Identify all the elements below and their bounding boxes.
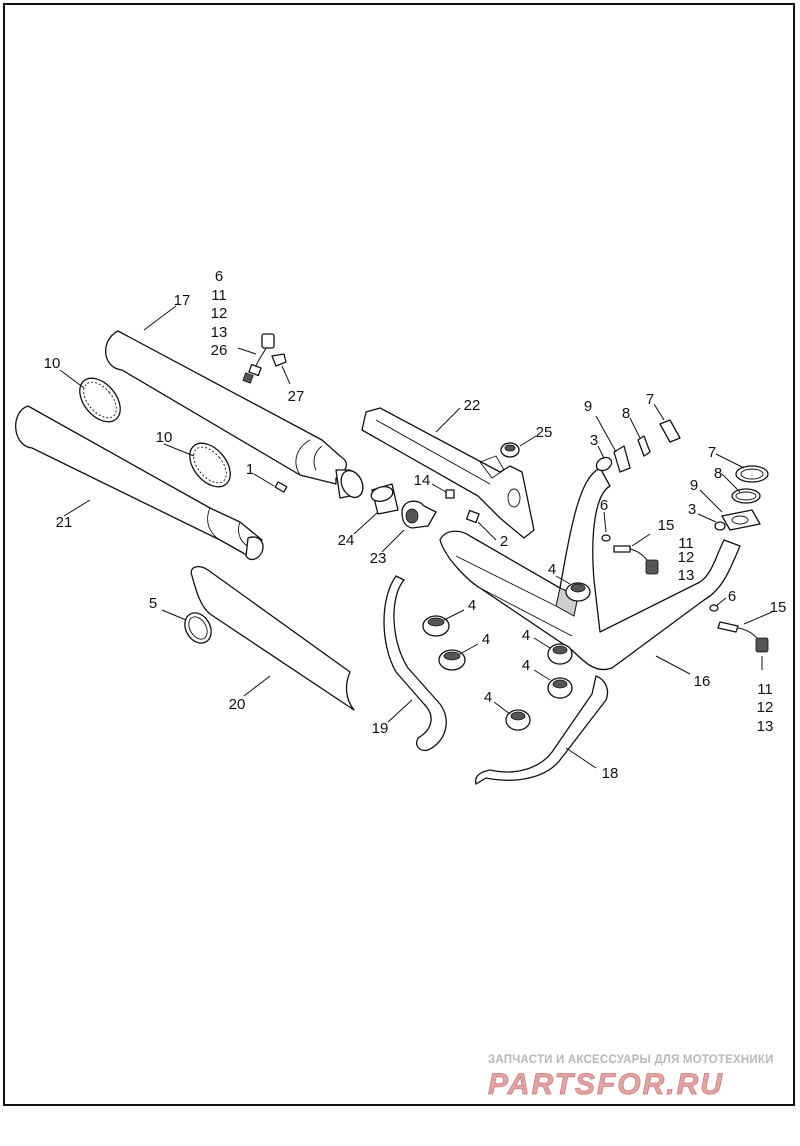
callout-4c: 4 [482, 631, 490, 648]
part-15-sensor-right [717, 621, 769, 653]
callout-stack-mid-right-2: 12 [678, 549, 695, 566]
callout-stack-top-left-3: 12 [211, 305, 228, 322]
part-23-clamp [401, 500, 437, 529]
callout-3a: 3 [590, 432, 598, 449]
part-16-upper-muffler [105, 330, 364, 499]
callout-23: 23 [370, 550, 387, 567]
callout-stack-mid-right-1: 11 [678, 535, 694, 552]
part-9-flange-upper [613, 445, 631, 473]
part-10-clamp-a [79, 377, 121, 423]
callout-4b: 4 [468, 597, 476, 614]
leader-lines [59, 305, 773, 769]
callout-stack-top-left-4: 13 [211, 324, 228, 341]
callout-15a: 15 [658, 517, 675, 534]
part-3-retaining-ring-right [714, 521, 726, 531]
callout-4f: 4 [484, 689, 492, 706]
callout-21: 22 [464, 397, 481, 414]
callout-9b: 9 [690, 477, 698, 494]
part-7-gasket-upper [659, 419, 681, 443]
callout-10a: 10 [44, 355, 61, 372]
part-4-clamp-3 [438, 649, 466, 671]
part-1-pin [274, 481, 288, 493]
callout-stack-bottom-right-2: 12 [757, 699, 774, 716]
part-25-grommet [500, 442, 520, 458]
part-6-washer-upper [601, 534, 611, 542]
callout-stack-top-left-5: 26 [211, 342, 228, 359]
callout-labels: 6 11 12 13 26 17 10 10 1 27 21 5 20 22 2… [44, 268, 787, 782]
part-6-washer-right [709, 604, 719, 612]
callout-16: 17 [174, 292, 191, 309]
callout-18: 19 [372, 720, 389, 737]
callout-6a: 6 [600, 497, 608, 514]
callout-27: 27 [288, 388, 305, 405]
part-17-rear-pipe [474, 675, 609, 785]
part-4-clamp-2 [422, 615, 450, 637]
part-7-gasket-right [735, 465, 769, 483]
callout-7a: 7 [646, 391, 654, 408]
part-21-heat-shield [361, 407, 535, 539]
callout-3b: 3 [688, 501, 696, 518]
callout-stack-bottom-right-1: 11 [757, 681, 773, 698]
diagram-frame [3, 3, 795, 1106]
callout-6b: 6 [728, 588, 736, 605]
part-4-clamp-4 [547, 643, 573, 665]
callout-2: 2 [500, 533, 508, 550]
part-15-sensor-upper [613, 545, 659, 575]
callout-1: 1 [246, 461, 254, 478]
callout-14: 14 [414, 472, 431, 489]
part-10-clamp-b [189, 442, 231, 488]
callout-9a: 9 [584, 398, 592, 415]
callout-8b: 8 [714, 465, 722, 482]
callout-10b: 10 [156, 429, 173, 446]
callout-20: 21 [56, 514, 73, 531]
callout-4d: 4 [522, 627, 530, 644]
callout-8a: 8 [622, 405, 630, 422]
callout-stack-top-left-2: 11 [211, 287, 227, 304]
part-4-clamp-1 [565, 582, 591, 602]
part-24-sleeve [370, 483, 399, 515]
part-19-tailpipe [190, 565, 355, 711]
callout-15b: 15 [770, 599, 787, 616]
part-8-gasket-upper [637, 435, 651, 457]
callout-24: 24 [338, 532, 355, 549]
watermark-logo-text: PARTSFOR.RU [488, 1068, 724, 1100]
part-14-screw [445, 489, 455, 499]
callout-25: 25 [536, 424, 553, 441]
callout-19: 20 [229, 696, 246, 713]
part-8-gasket-right [731, 488, 761, 504]
part-4-clamp-6 [505, 709, 531, 731]
callout-stack-top-left-1: 6 [215, 268, 223, 285]
part-26-sensor [242, 333, 275, 384]
part-20-lower-muffler [15, 405, 264, 561]
callout-4a: 4 [548, 561, 556, 578]
part-5-clamp [184, 612, 212, 644]
watermark-logo: PARTSFOR.RU [488, 1068, 724, 1100]
part-4-clamp-5 [547, 677, 573, 699]
callout-17: 18 [602, 765, 619, 782]
part-3-retaining-ring-upper [595, 456, 613, 472]
part-18-front-pipe [383, 575, 447, 752]
callout-4e: 4 [522, 657, 530, 674]
watermark-tagline: ЗАПЧАСТИ И АКСЕССУАРЫ ДЛЯ МОТОТЕХНИКИ [488, 1054, 774, 1066]
callout-5: 5 [149, 595, 157, 612]
callout-stack-mid-right-3: 13 [678, 567, 695, 584]
part-9-flange-right [721, 509, 761, 531]
callout-stack-bottom-right-3: 13 [757, 718, 774, 735]
callout-7b: 7 [708, 444, 716, 461]
part-27-clip [271, 353, 287, 367]
part-2-screw [465, 509, 480, 524]
